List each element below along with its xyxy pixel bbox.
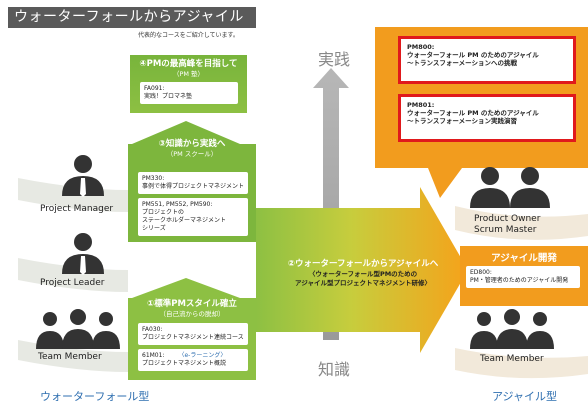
course-code: 61M01: (142, 352, 165, 359)
course-note: 代表的なコースをご紹介しています。 (138, 32, 239, 39)
leader-icon (62, 233, 104, 275)
step4-title: ④PMの最高峰を目指して (139, 59, 238, 69)
role-project-manager: Project Manager (40, 204, 114, 214)
agile-label: アジャイル型 (492, 390, 558, 403)
axis-top-label: 実践 (318, 50, 351, 69)
role-product-owner: Product Owner (474, 214, 541, 224)
course-code: PM800: (407, 43, 435, 51)
course-ed800[interactable]: ED800: PM・管理者のためのアジャイル開発 (466, 266, 580, 288)
course-code: ED800: (470, 269, 492, 276)
role-scrum-master: Scrum Master (474, 225, 537, 235)
course-pm551-series[interactable]: PM551, PM552, PM590: プロジェクトの ステークホルダーマネジ… (138, 198, 248, 236)
agile-team-icon (470, 309, 554, 349)
role-team-member: Team Member (38, 352, 102, 362)
step1-sub: （自己流からの脱却） (159, 310, 225, 318)
course-fa030[interactable]: FA030: プロジェクトマネジメント連続コース (138, 323, 248, 345)
course-code: PM551, PM552, PM590: (142, 201, 213, 208)
course-name-2: ステークホルダーマネジメント (142, 217, 227, 224)
course-pm801[interactable]: PM801: ウォーターフォール PM のためのアジャイル ～トランスフォーメー… (398, 94, 576, 142)
course-61m01[interactable]: 61M01: 〈e-ラーニング〉 プロジェクトマネジメント概説 (138, 349, 248, 371)
course-name-2: ～トランスフォーメーション実践演習 (407, 117, 517, 125)
step1-title: ①標準PMスタイル確立 (147, 299, 237, 309)
course-name: プロジェクトマネジメント概説 (142, 360, 227, 367)
course-code: FA091: (144, 85, 165, 92)
course-code: FA030: (142, 326, 163, 333)
transition-title: ②ウォーターフォールからアジャイルへ (287, 259, 439, 269)
course-name: 実践！プロマネ塾 (144, 93, 193, 100)
waterfall-label: ウォーターフォール型 (40, 390, 150, 403)
team-members-icon (36, 309, 120, 349)
agile-dev-title: アジャイル開発 (491, 253, 557, 264)
step4-sub: （PM 塾） (172, 70, 205, 78)
vertical-axis-arrow (313, 68, 349, 340)
course-name: プロジェクトマネジメント連続コース (142, 334, 244, 341)
course-name-1: プロジェクトの (142, 209, 185, 216)
course-fa091[interactable]: FA091: 実践！プロマネ塾 (140, 82, 238, 104)
elearning-tag: 〈e-ラーニング〉 (178, 352, 227, 359)
manager-icon (62, 155, 104, 197)
course-name-1: ウォーターフォール PM のためのアジャイル (407, 109, 539, 117)
role-project-leader: Project Leader (40, 278, 105, 288)
agile-band-1 (455, 206, 588, 240)
role-agile-team-member: Team Member (480, 354, 544, 364)
transition-arrow (256, 187, 468, 353)
step3-title: ③知識から実践へ (158, 139, 226, 149)
product-owner-icon (470, 167, 550, 208)
axis-bottom-label: 知識 (318, 360, 351, 379)
course-pm800[interactable]: PM800: ウォーターフォール PM のためのアジャイル ～トランスフォーメー… (398, 36, 576, 84)
agile-band-2 (455, 348, 588, 379)
transition-sub: 〈ウォーターフォール型PMのための アジャイル型プロジェクトマネジメント研修〉 (268, 270, 458, 288)
course-code: PM330: (142, 175, 165, 182)
step3-sub: （PM スクール） (166, 150, 218, 158)
course-pm330[interactable]: PM330: 事例で体得プロジェクトマネジメント (138, 172, 248, 194)
course-name-1: ウォーターフォール PM のためのアジャイル (407, 51, 539, 59)
pl-band (18, 258, 128, 292)
course-code: PM801: (407, 101, 435, 109)
course-name-3: シリーズ (142, 225, 166, 232)
page-title: ウォーターフォールからアジャイルへ (8, 7, 256, 46)
transition-sub-2: アジャイル型プロジェクトマネジメント研修〉 (295, 279, 431, 287)
course-name: 事例で体得プロジェクトマネジメント (142, 183, 245, 190)
course-name: PM・管理者のためのアジャイル開発 (470, 277, 569, 284)
course-name-2: ～トランスフォーメーションへの挑戦 (407, 59, 517, 67)
transition-sub-1: 〈ウォーターフォール型PMのための (308, 270, 418, 278)
role-agile-leads: Product Owner Scrum Master (474, 214, 540, 236)
